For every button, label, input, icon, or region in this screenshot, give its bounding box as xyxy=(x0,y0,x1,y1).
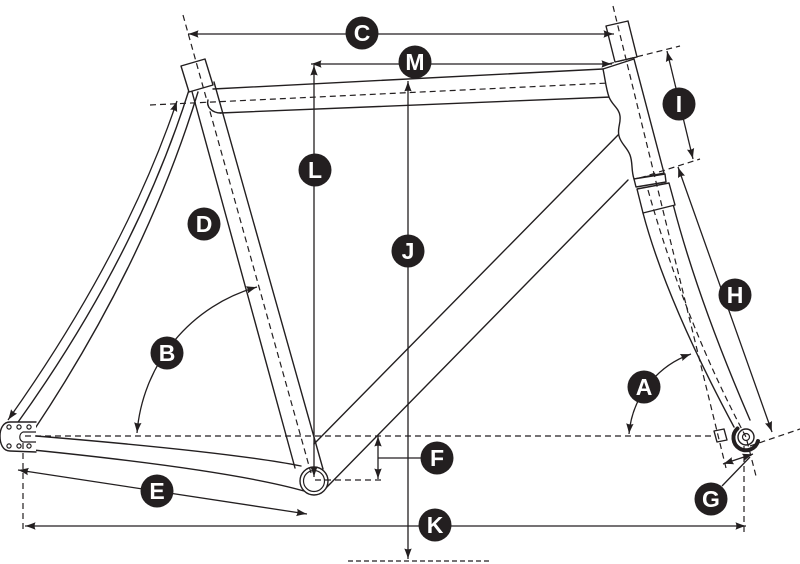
dropout-bolt xyxy=(26,424,32,430)
seat-tube-axis xyxy=(182,14,312,474)
down-tube-upper-edge xyxy=(313,132,621,445)
label-letter: I xyxy=(676,91,682,117)
front-axle-outer xyxy=(737,428,755,446)
dimension-lines xyxy=(7,30,773,559)
dim-line-G-rake xyxy=(722,453,754,465)
leader-line-G xyxy=(721,456,751,487)
label-H: H xyxy=(718,278,752,312)
label-letter: C xyxy=(354,20,371,46)
label-circle xyxy=(345,16,379,50)
frame-fittings xyxy=(0,20,760,496)
label-letter: J xyxy=(402,238,415,264)
dimension-labels: A B C D E F G H I J K L M xyxy=(140,16,752,542)
label-letter: D xyxy=(196,211,213,237)
label-D: D xyxy=(187,207,221,241)
label-letter: F xyxy=(430,445,444,471)
steerer-stub xyxy=(605,20,638,63)
label-L: L xyxy=(298,153,332,187)
label-E: E xyxy=(140,474,174,508)
down-tube-lower-edge xyxy=(325,179,629,489)
seat-tube-left-edge xyxy=(190,87,296,469)
top-tube-lower-edge xyxy=(219,96,612,114)
label-letter: B xyxy=(159,340,176,366)
top-tube-upper-edge xyxy=(212,68,604,90)
right-angle-marker xyxy=(713,428,728,443)
head-bottom-perpendicular xyxy=(639,158,701,179)
label-J: J xyxy=(391,234,425,268)
label-K: K xyxy=(418,508,452,542)
label-G: G xyxy=(694,482,728,516)
label-M: M xyxy=(398,45,432,79)
label-letter: E xyxy=(149,478,164,504)
head-top-perpendicular xyxy=(607,45,681,65)
label-letter: K xyxy=(427,512,444,538)
label-circle xyxy=(694,482,728,516)
label-A: A xyxy=(627,370,661,404)
label-circle xyxy=(718,278,752,312)
label-F: F xyxy=(420,441,454,475)
rear-dropout-slot xyxy=(19,431,36,443)
dropout-bolt xyxy=(26,443,32,449)
dropout-bolt xyxy=(6,424,12,430)
label-C: C xyxy=(345,16,379,50)
label-letter: L xyxy=(308,157,322,183)
label-circle xyxy=(627,370,661,404)
dim-line-D-seat-stay xyxy=(7,100,178,421)
label-B: B xyxy=(150,336,184,370)
dropout-perpendicular xyxy=(749,428,800,447)
label-circle xyxy=(662,87,696,121)
fork-blade-right-edge xyxy=(672,203,751,421)
label-circle xyxy=(298,153,332,187)
label-circle xyxy=(418,508,452,542)
top-tube-centerline xyxy=(149,82,610,106)
dropout-bolt xyxy=(6,443,12,449)
label-I: I xyxy=(662,87,696,121)
front-axle-inner xyxy=(741,432,751,442)
label-circle xyxy=(391,234,425,268)
head-tube-axis xyxy=(612,5,727,469)
rear-dropout-outline xyxy=(0,421,37,453)
label-letter: G xyxy=(702,486,720,512)
label-circle xyxy=(420,441,454,475)
label-circle xyxy=(140,474,174,508)
label-letter: A xyxy=(636,374,653,400)
dropout-bolt xyxy=(16,424,22,430)
head-tube xyxy=(602,58,665,180)
label-circle xyxy=(150,336,184,370)
fork-crown xyxy=(636,182,676,214)
label-letter: H xyxy=(727,282,744,308)
label-letter: M xyxy=(405,49,424,75)
dropout-bolt xyxy=(16,443,22,449)
seatpost-stub xyxy=(180,58,214,93)
label-circle xyxy=(398,45,432,79)
front-dropout-hook xyxy=(731,426,760,453)
chainstay-upper-edge xyxy=(35,435,302,467)
seat-tube-right-edge xyxy=(213,81,324,470)
label-circle xyxy=(187,207,221,241)
seat-stay-rear-edge xyxy=(33,91,199,431)
